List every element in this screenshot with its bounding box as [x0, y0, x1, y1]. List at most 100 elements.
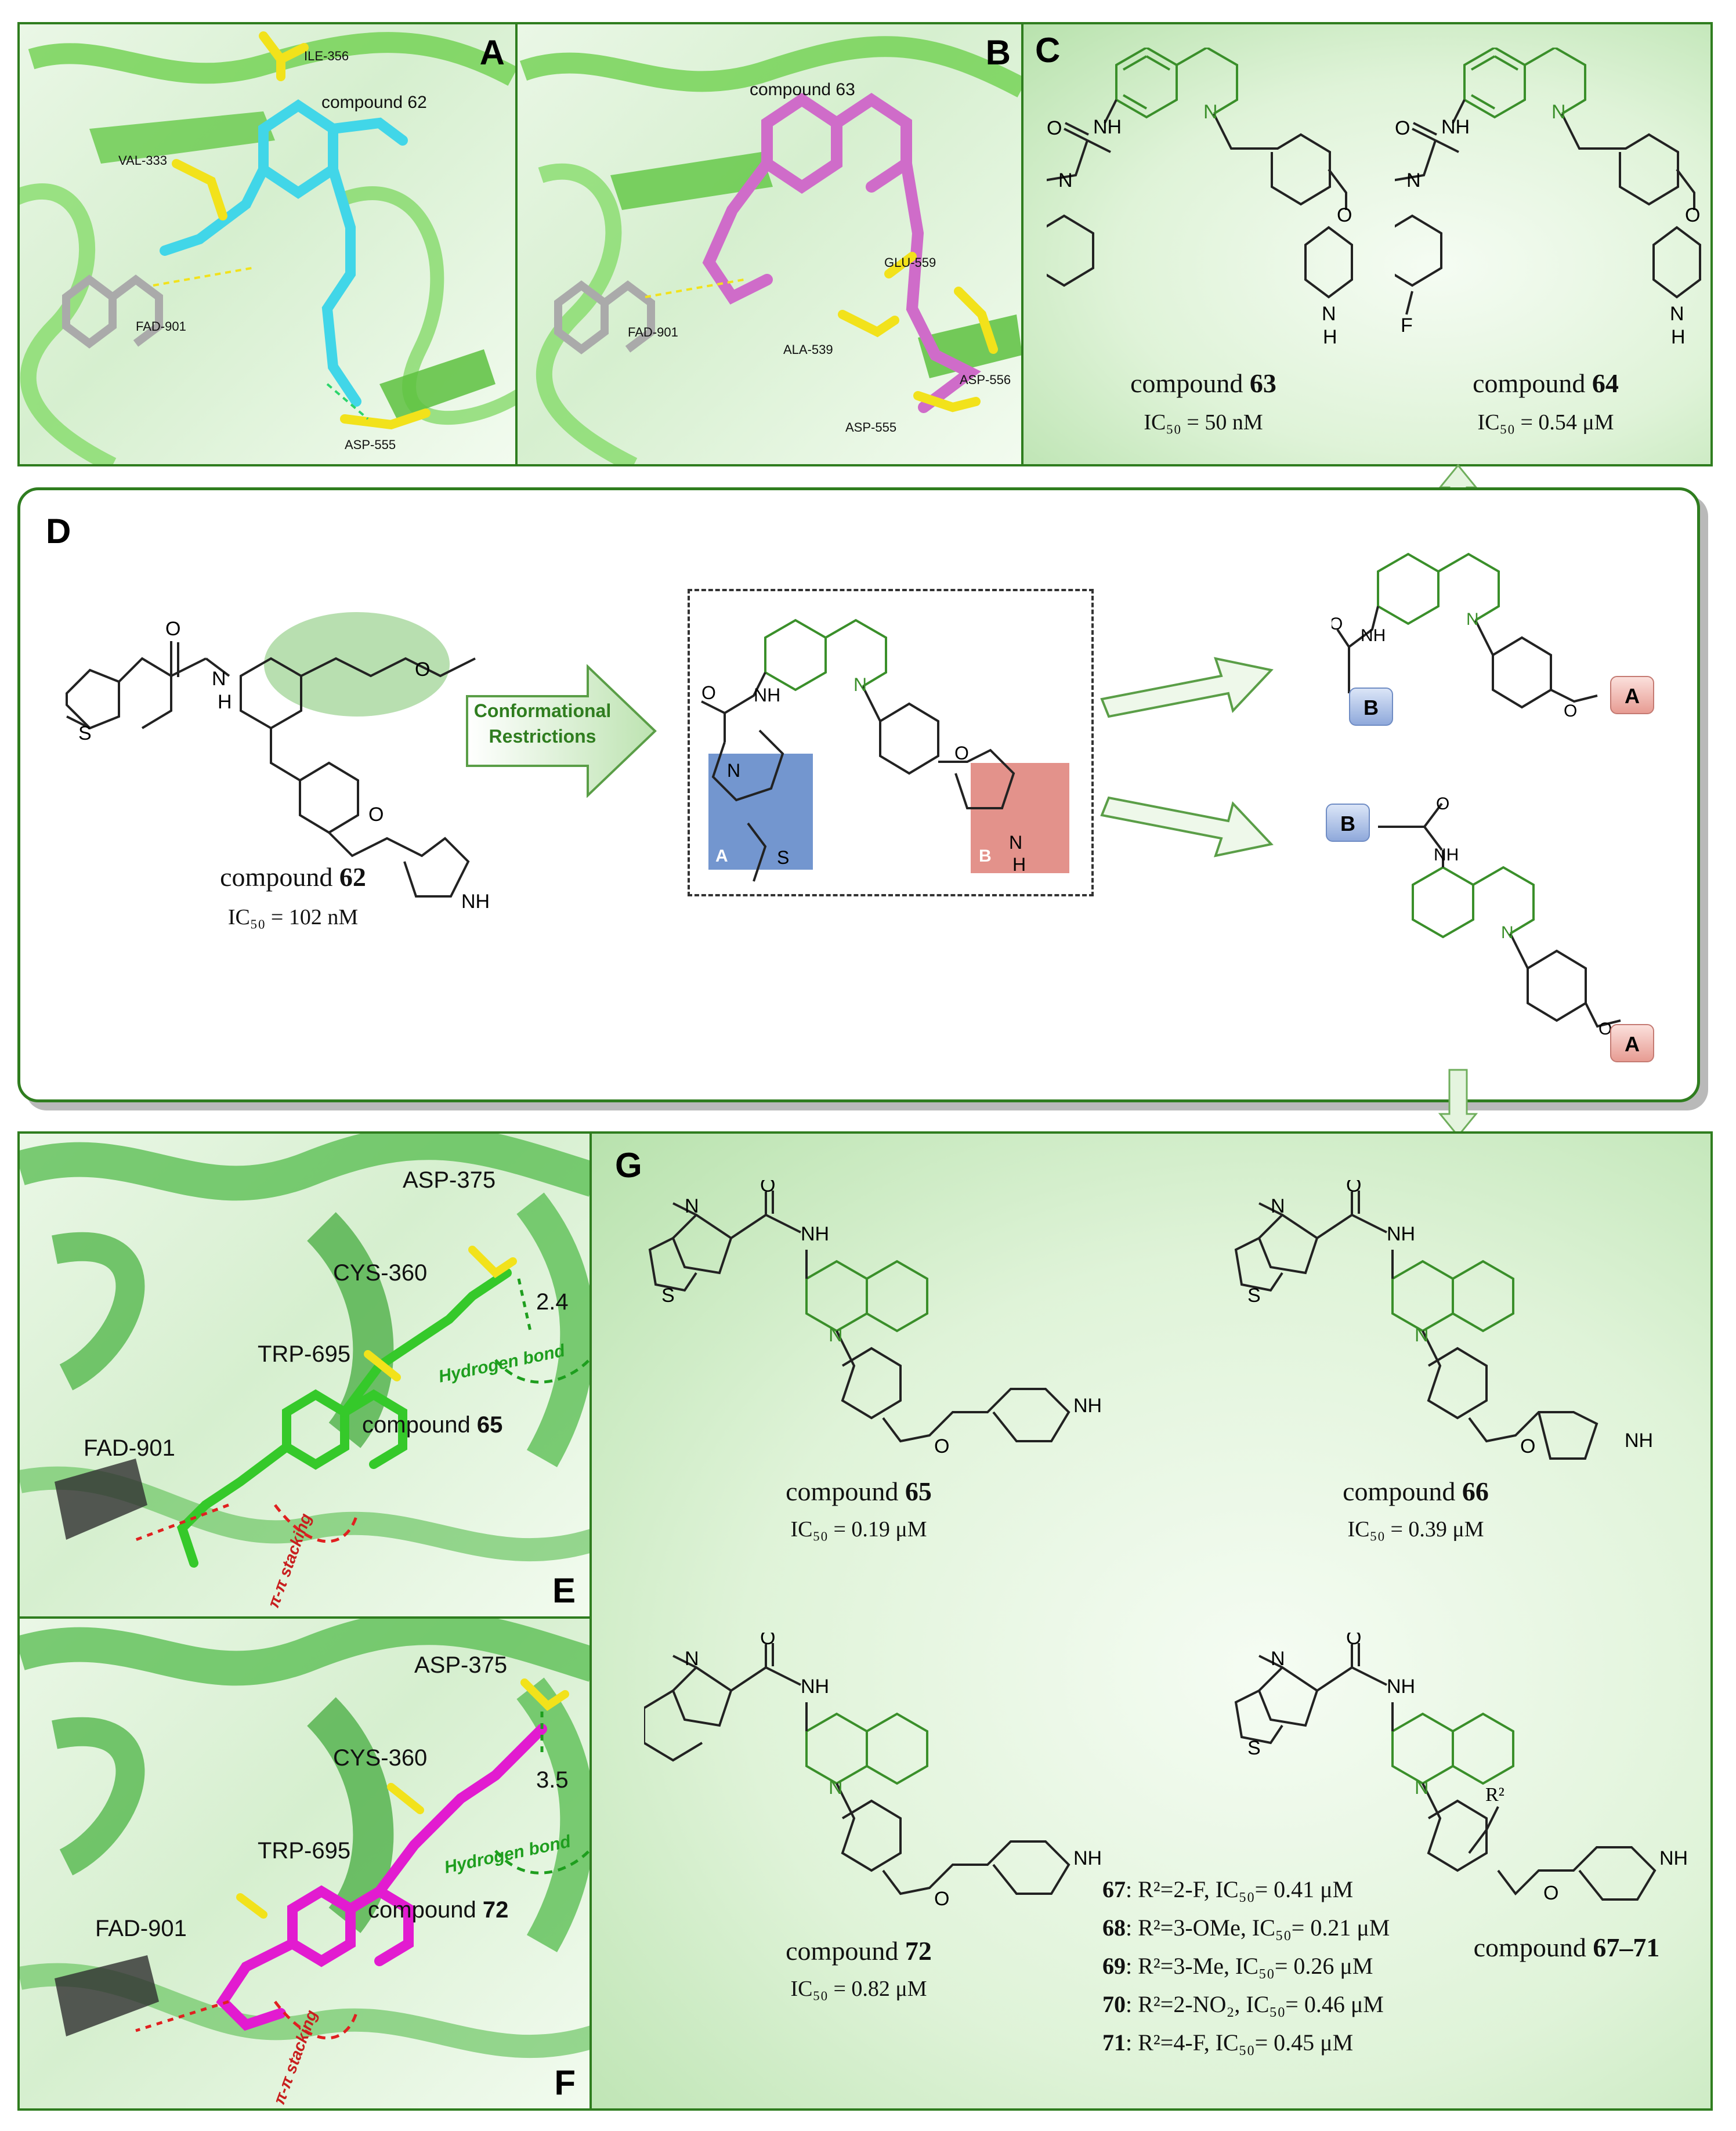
compound-65-ic50: IC₅₀ = 0.19 μM	[790, 1517, 927, 1542]
compound-number: 72	[905, 1936, 932, 1966]
sar-text: : R²=4-F, IC₅₀= 0.45 μM	[1126, 2029, 1354, 2056]
atom-label: NH	[1387, 1223, 1415, 1245]
compound-number: 72	[482, 1897, 509, 1923]
atom-label: N	[212, 668, 226, 690]
atom-label: N	[1670, 303, 1684, 325]
caption-text: compound	[786, 1936, 905, 1966]
compound-72-ic50: IC₅₀ = 0.82 μM	[790, 1977, 927, 2001]
atom-label: NH	[1441, 116, 1470, 138]
atom-label: O	[1047, 117, 1062, 139]
atom-label: H	[1671, 326, 1686, 348]
protein-ribbon-b	[519, 36, 1021, 464]
atom-label: N	[685, 1195, 699, 1217]
region-a-box	[708, 754, 813, 870]
residue-label: ASP-375	[403, 1167, 496, 1193]
compound-67-71-caption: compound 67–71	[1439, 1932, 1694, 1963]
panel-label-f: F	[554, 2063, 576, 2102]
protein-ribbon-a	[20, 31, 515, 464]
r-group-label: R²	[1485, 1784, 1504, 1806]
sar-text: : R²=3-OMe, IC₅₀= 0.21 μM	[1126, 1915, 1390, 1941]
atom-label: O	[1332, 614, 1343, 634]
caption-text: compound	[1473, 368, 1592, 398]
residue-label: FAD-901	[84, 1435, 175, 1461]
atom-label: O	[1346, 1633, 1361, 1649]
structure-scaffold: NH O N S N O N H	[701, 618, 1026, 882]
compound-number: 67–71	[1593, 1933, 1660, 1962]
compound-66-caption: compound 66	[1288, 1476, 1543, 1507]
compound-65-label: compound 65	[362, 1412, 502, 1438]
panel-label-a: A	[479, 33, 505, 72]
caption-text: compound	[1343, 1477, 1462, 1506]
atom-label: O	[368, 804, 384, 826]
atom-label: H	[1012, 854, 1026, 875]
residue-label: ALA-539	[783, 342, 833, 357]
atom-label: O	[1564, 701, 1577, 721]
arrow-text-line: Conformational	[473, 700, 612, 721]
caption-text: compound	[786, 1477, 905, 1506]
compound-number: 64	[1592, 368, 1619, 398]
branch-arrow-icon	[1100, 796, 1274, 858]
atom-label: O	[760, 1633, 775, 1649]
residue-label: CYS-360	[333, 1260, 428, 1286]
structure-compound-64: NH O N F N O N H	[1395, 48, 1701, 348]
sar-item: 70: R²=2-NO₂, IC₅₀= 0.46 μM	[1102, 1985, 1390, 2024]
atom-label: NH	[1387, 1676, 1415, 1698]
caption-text: compound	[362, 1412, 477, 1438]
compound-72-label: compound 72	[368, 1897, 508, 1923]
atom-label: O	[165, 618, 180, 640]
region-b-label: B	[979, 846, 992, 866]
atom-label: N	[685, 1648, 699, 1670]
panel-label-c: C	[1035, 31, 1061, 70]
atom-label: S	[78, 722, 92, 744]
compound-63-caption: compound 63	[1053, 368, 1354, 399]
arrow-text-line: Restrictions	[489, 726, 596, 747]
protein-ribbon-e	[20, 1134, 589, 1568]
protein-ribbon-f	[20, 1619, 589, 2058]
panel-b: B compound 63 GLU-559 FAD-901 ALA-539 AS…	[515, 22, 1023, 466]
atom-label: S	[661, 1285, 675, 1307]
tag-a: A	[1610, 1024, 1654, 1062]
atom-label: N	[1203, 101, 1218, 123]
sar-compound-id: 70	[1102, 1991, 1126, 2017]
panel-c: C NH O N N O N H compound 63 IC₅₀ = 50 n…	[1021, 22, 1713, 466]
scaffold-box: A B NH O N S N O N H	[688, 589, 1094, 896]
residue-label: ASP-375	[414, 1652, 508, 1678]
atom-label: N	[853, 674, 867, 695]
structure-scaffold-bottom: O NH N O	[1378, 794, 1621, 1039]
compound-64-ic50: IC₅₀ = 0.54 μM	[1477, 410, 1614, 435]
atom-label: N	[1551, 101, 1566, 123]
sar-compound-id: 68	[1102, 1915, 1126, 1941]
atom-label: NH	[1073, 1395, 1102, 1417]
branch-arrow-icon	[1100, 657, 1274, 718]
down-arrow-icon	[1438, 1069, 1478, 1137]
atom-label: H	[218, 691, 232, 713]
caption-text: compound	[220, 862, 339, 892]
residue-label: FAD-901	[628, 325, 678, 339]
atom-label: NH	[1625, 1430, 1653, 1452]
atom-label: S	[1247, 1737, 1261, 1759]
residue-label: ILE-356	[304, 49, 349, 63]
atom-label: N	[727, 760, 740, 781]
compound-63-ic50: IC₅₀ = 50 nM	[1144, 410, 1263, 435]
compound-number: 65	[905, 1477, 932, 1506]
atom-label: N	[1466, 610, 1479, 629]
atom-label: H	[1323, 326, 1337, 348]
atom-label: NH	[1093, 116, 1122, 138]
residue-label: GLU-559	[884, 255, 936, 270]
sar-item: 71: R²=4-F, IC₅₀= 0.45 μM	[1102, 2024, 1390, 2062]
compound-62-label: compound 62	[321, 93, 427, 112]
residue-label: ASP-556	[960, 372, 1011, 387]
panel-f: ASP-375 CYS-360 TRP-695 FAD-901 3.5 Hydr…	[17, 1616, 592, 2111]
atom-label: O	[954, 743, 969, 764]
residue-label: FAD-901	[136, 319, 186, 334]
panel-label-b: B	[985, 33, 1011, 72]
atom-label: N	[1406, 169, 1421, 191]
residue-label: VAL-333	[118, 153, 167, 168]
atom-label: N	[1501, 923, 1514, 942]
atom-label: O	[1395, 117, 1410, 139]
atom-label: N	[1271, 1648, 1285, 1670]
atom-label: O	[760, 1180, 775, 1196]
atom-label: N	[1009, 832, 1022, 853]
sar-text: : R²=2-F, IC₅₀= 0.41 μM	[1126, 1876, 1354, 1902]
tag-b: B	[1326, 804, 1370, 842]
